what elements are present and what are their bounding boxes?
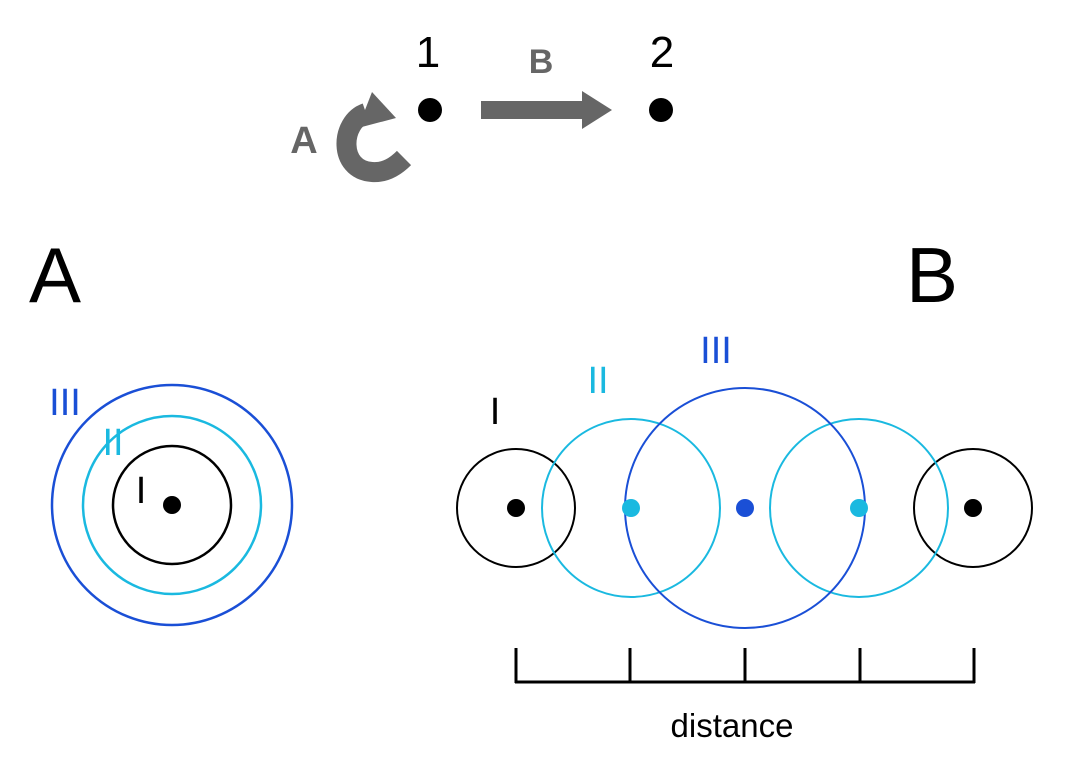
panel-b-label-III: III [700, 330, 732, 372]
panel-b: B I II III distance [456, 231, 1033, 744]
panel-b-ring-II-left [541, 418, 721, 598]
panel-a-label-II: II [102, 422, 123, 464]
panel-b-title: B [906, 231, 958, 319]
panel-b-ring-I-right [913, 448, 1033, 568]
panel-b-dot-III [736, 499, 754, 517]
panel-b-label-II: II [587, 360, 608, 402]
loop-arrow-body [336, 103, 412, 183]
panel-a-label-III: III [49, 382, 81, 424]
panel-b-dot-II-left [622, 499, 640, 517]
panel-b-dot-II-right [850, 499, 868, 517]
panel-a-label-I: I [136, 470, 147, 512]
loop-label: A [290, 120, 317, 162]
distance-scale: distance [514, 648, 976, 744]
panel-b-ring-II-right [769, 418, 949, 598]
node-2-label: 2 [650, 28, 674, 77]
panel-b-label-I: I [490, 391, 501, 433]
loop-arrow-head [358, 92, 396, 128]
panel-a: A III II I [29, 231, 294, 627]
transfer-arrow [481, 91, 612, 129]
panel-a-center-dot [163, 496, 181, 514]
node-1-label: 1 [416, 28, 440, 77]
panel-a-ring-II [81, 414, 263, 596]
node-2-dot [649, 98, 673, 122]
panel-b-dot-I-right [964, 499, 982, 517]
distance-axis-label: distance [671, 707, 794, 744]
panel-a-ring-III [50, 383, 294, 627]
panel-b-ring-I-left [456, 448, 576, 568]
panel-a-title: A [29, 231, 81, 319]
node-1-dot [418, 98, 442, 122]
panel-b-dot-I-left [507, 499, 525, 517]
panel-a-ring-I [111, 444, 233, 566]
transition-schema: 1 2 B A [290, 28, 674, 183]
transfer-label: B [529, 43, 554, 81]
